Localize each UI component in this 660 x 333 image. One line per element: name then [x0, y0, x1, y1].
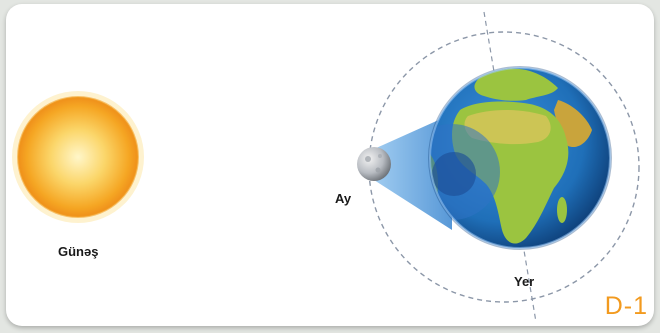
earth: [428, 66, 612, 250]
moon: [357, 147, 391, 181]
diagram-panel: Günəş Ay Yer D-1: [6, 4, 654, 326]
sun: [12, 91, 144, 223]
earth-label: Yer: [514, 274, 535, 289]
moon-label: Ay: [335, 191, 352, 206]
eclipse-diagram: [12, 11, 640, 323]
figure-number: D-1: [604, 292, 648, 320]
sun-label: Günəş: [58, 244, 99, 259]
